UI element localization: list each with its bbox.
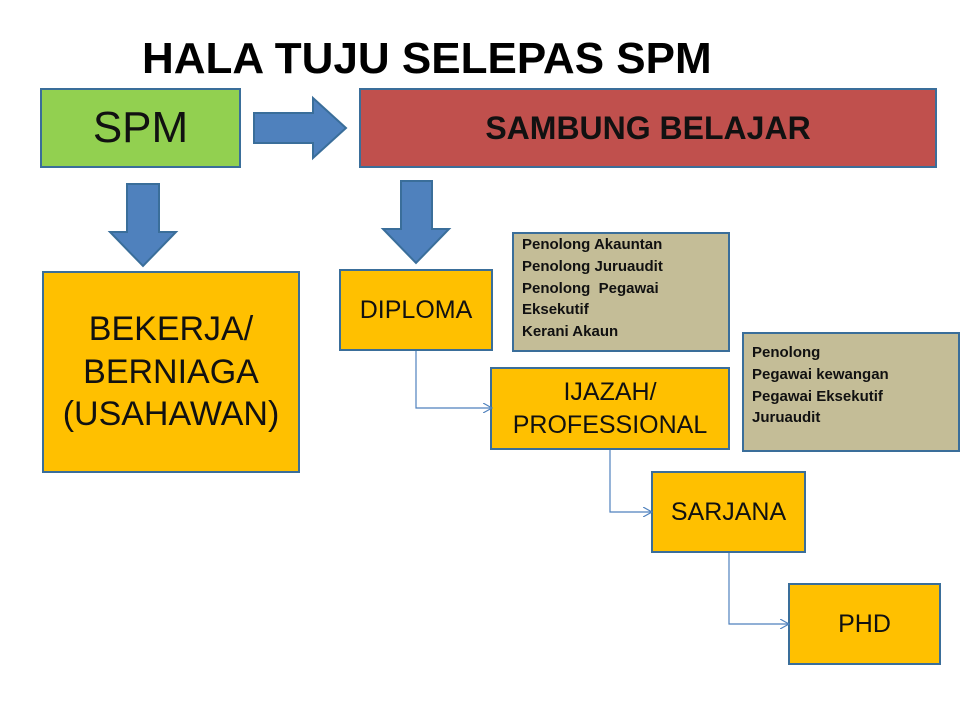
connector-ijazah-sarjana (609, 450, 651, 512)
ijazah-job-1: Penolong (752, 344, 821, 361)
arrow-right-block-icon (253, 95, 348, 161)
connector-diploma-ijazah (415, 351, 491, 408)
ijazah-line-1: IJAZAH/ (563, 378, 657, 406)
ijazah-professional-box: IJAZAH/ PROFESSIONAL (490, 367, 730, 450)
sarjana-label: SARJANA (670, 497, 787, 526)
diploma-job-5: Kerani Akaun (522, 323, 619, 340)
diploma-label: DIPLOMA (359, 295, 473, 324)
spm-box: SPM (40, 88, 241, 168)
connector-sarjana-phd (728, 553, 788, 624)
ijazah-job-4: Juruaudit (752, 409, 821, 427)
sambung-belajar-box: SAMBUNG BELAJAR (359, 88, 937, 168)
arrow-down-block-icon (380, 180, 452, 265)
phd-label: PHD (838, 609, 891, 638)
ijazah-jobs-note: Penolong Pegawai kewangan Pegawai Ekseku… (742, 332, 960, 452)
ijazah-job-2: Pegawai kewangan (752, 365, 889, 383)
diploma-jobs-note: Penolong Akauntan Penolong Juruaudit Pen… (512, 232, 730, 352)
sarjana-box: SARJANA (651, 471, 806, 553)
spm-label: SPM (92, 103, 189, 152)
diploma-job-2: Penolong Juruaudit (522, 257, 663, 275)
ijazah-line-2: PROFESSIONAL (512, 410, 708, 439)
bekerja-line-1: BEKERJA/ (88, 310, 254, 349)
diploma-box: DIPLOMA (339, 269, 493, 351)
page-title: HALA TUJU SELEPAS SPM (142, 34, 712, 83)
ijazah-job-3: Pegawai Eksekutif (752, 387, 883, 405)
bekerja-line-3: (USAHAWAN) (62, 395, 280, 434)
diploma-job-4: Eksekutif (522, 301, 589, 319)
diploma-job-3: Penolong Pegawai (522, 279, 659, 297)
bekerja-line-2: BERNIAGA (83, 352, 259, 391)
diploma-job-1: Penolong Akauntan (522, 236, 663, 253)
bekerja-berniaga-box: BEKERJA/ BERNIAGA (USAHAWAN) (42, 271, 300, 473)
arrow-down-block-icon (107, 183, 179, 268)
sambung-belajar-label: SAMBUNG BELAJAR (485, 109, 811, 146)
